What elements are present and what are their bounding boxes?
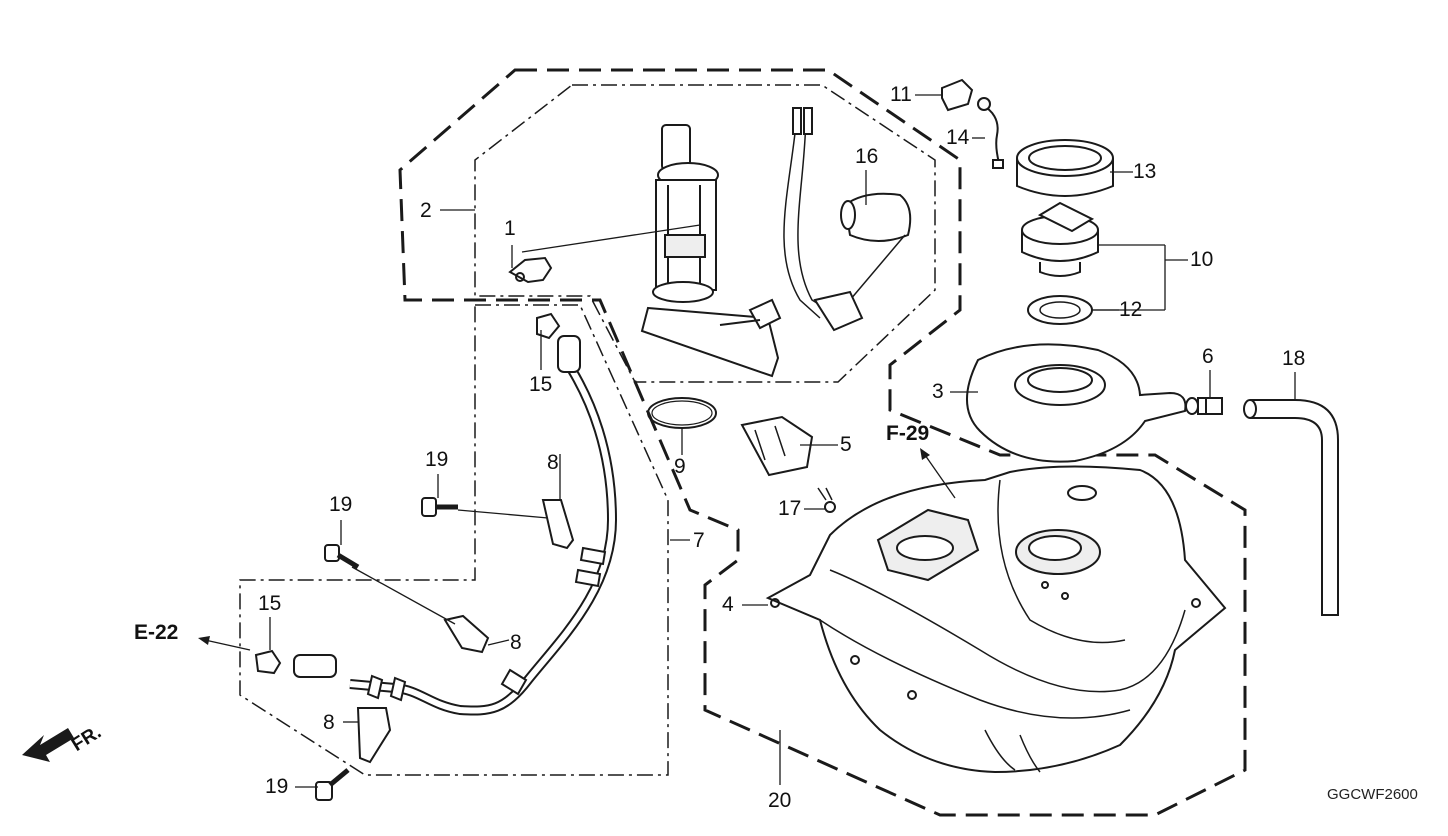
part-label-10: 10: [1190, 248, 1214, 271]
ref-label-f29: F-29: [886, 422, 930, 445]
part-label-19-lower: 19: [265, 775, 289, 798]
fuel-feed-hose-part-7: [293, 335, 618, 716]
breather-hose-part-18: [1250, 399, 1339, 616]
part-label-19-upper: 19: [425, 448, 449, 471]
pump-inner-outline: [474, 84, 936, 383]
o-ring-part-9: [647, 397, 717, 429]
clip-part-11: [941, 78, 974, 112]
part-label-1: 1: [504, 217, 516, 240]
gasket-part-12: [1027, 295, 1093, 325]
part-label-13: 13: [1133, 160, 1157, 183]
part-label-2: 2: [420, 199, 432, 222]
part-label-9: 9: [674, 455, 686, 478]
bolt-part-19-lower: [315, 768, 350, 801]
filler-neck-part-3: [966, 343, 1187, 463]
bracket-part-8-lower: [356, 707, 392, 764]
fuel-level-sender-part-16: [783, 107, 912, 332]
part-label-17: 17: [778, 497, 802, 520]
ref-arrow-f29: [920, 448, 956, 499]
part-label-8-lower: 8: [323, 711, 335, 734]
part-label-15-upper: 15: [529, 373, 553, 396]
part-label-5: 5: [840, 433, 852, 456]
part-label-4: 4: [722, 593, 734, 616]
fuel-cap-part-10: [1021, 201, 1099, 277]
part-label-6: 6: [1202, 345, 1214, 368]
fuel-pump-part-2: [640, 124, 782, 378]
diagram-code: GGCWF2600: [1327, 786, 1418, 803]
part-label-11: 11: [890, 83, 912, 106]
part-label-14: 14: [946, 126, 970, 149]
ref-label-e22: E-22: [134, 621, 179, 644]
part-label-19-middle: 19: [329, 493, 353, 516]
clip-part-15-lower: [254, 649, 282, 675]
part-label-16: 16: [855, 145, 879, 168]
hose-group-outline: [239, 304, 669, 776]
pump-assembly-outer-outline: [398, 68, 1247, 817]
front-direction-arrow-icon: [22, 728, 74, 762]
part-label-8-middle: 8: [510, 631, 522, 654]
ring-nut-part-13: [1016, 139, 1114, 197]
part-label-18: 18: [1282, 347, 1306, 370]
bracket-part-5: [740, 415, 814, 477]
part-label-12: 12: [1119, 298, 1143, 321]
part-label-15-lower: 15: [258, 592, 282, 615]
ref-arrow-e22: [198, 636, 251, 651]
bracket-part-8-upper: [541, 499, 575, 550]
wire-part-14: [981, 104, 1000, 164]
clip-part-15-upper: [536, 312, 561, 340]
bracket-part-8-middle: [443, 614, 490, 654]
part-label-8-upper: 8: [547, 451, 559, 474]
part-label-3: 3: [932, 380, 944, 403]
screw-part-17: [817, 487, 836, 513]
fitting-part-6: [1185, 397, 1223, 415]
leader-lines: [269, 94, 1296, 788]
part-label-7: 7: [693, 529, 705, 552]
part-label-20: 20: [768, 789, 792, 812]
clip-part-1: [508, 256, 553, 284]
bolt-part-19-middle: [324, 544, 360, 570]
bolt-part-19-upper: [421, 497, 458, 517]
fuel-tank-part-4: [765, 465, 1227, 774]
